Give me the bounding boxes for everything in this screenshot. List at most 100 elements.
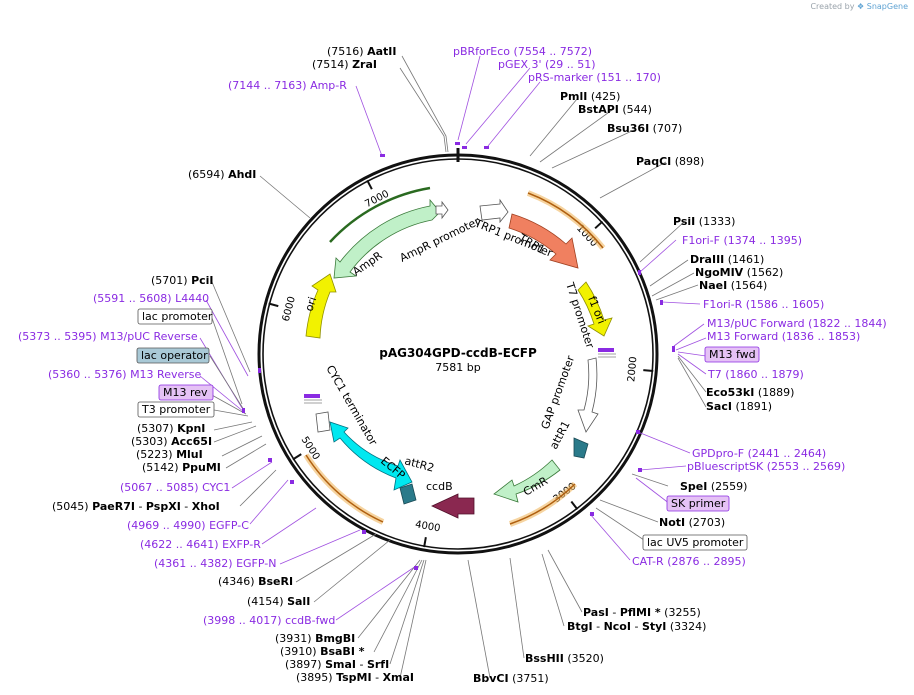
primer-m13puc-forward[interactable]: M13/pUC Forward (1822 .. 1844) (707, 317, 887, 330)
scale-label-4000: 4000 (414, 519, 441, 534)
feature-cmr-arrow[interactable] (493, 459, 561, 503)
m13-rev-box[interactable] (158, 384, 214, 401)
site-bseri[interactable]: (4346) BseRI (218, 575, 293, 588)
feature-attr1-arrow[interactable] (573, 437, 589, 459)
mcs-marks (304, 353, 616, 404)
primer-cyc1[interactable]: (5067 .. 5085) CYC1 (120, 481, 230, 494)
primer-ccdb-fwd[interactable]: (3998 .. 4017) ccdB-fwd (203, 614, 335, 627)
site-psii[interactable]: PsiI (1333) (673, 215, 735, 228)
snapgene-logo-icon: ❖ (857, 2, 865, 11)
primer-m13-reverse[interactable]: (5360 .. 5376) M13 Reverse (48, 368, 201, 381)
t3-promoter-box[interactable] (137, 401, 215, 418)
scale-label-6000: 6000 (281, 295, 298, 322)
feature-ecfp-arrow[interactable] (329, 421, 413, 491)
credit-prefix: Created by (810, 2, 855, 11)
lac-uv5-box[interactable] (642, 534, 748, 551)
site-kpni[interactable]: (5307) KpnI (137, 422, 205, 435)
site-aatii[interactable]: (7516) AatII (327, 45, 396, 58)
primer-pgex3[interactable]: pGEX 3' (29 .. 51) (498, 58, 596, 71)
cmr-overlay-arrow (509, 483, 576, 525)
site-saci[interactable]: SacI (1891) (706, 400, 772, 413)
scale-tick-4000 (423, 537, 427, 548)
feature-ccdb-arrow[interactable] (431, 493, 475, 519)
site-eco53ki[interactable]: Eco53kI (1889) (706, 386, 794, 399)
site-bmgbi[interactable]: (3931) BmgBI (275, 632, 355, 645)
scale-tick-6000 (268, 302, 279, 308)
primer-egfp-c[interactable]: (4969 .. 4990) EGFP-C (127, 519, 249, 532)
primer-exfp-r[interactable]: (4622 .. 4641) EXFP-R (140, 538, 261, 551)
primer-gpdpro-f[interactable]: GPDpro-F (2441 .. 2464) (692, 447, 826, 460)
primer-m13-rev-label: M13 rev (163, 386, 208, 399)
site-paqci[interactable]: PaqCI (898) (636, 155, 704, 168)
label-cyc1-terminator: CYC1 terminator (323, 363, 380, 448)
scale-tick-3000 (570, 500, 579, 511)
primer-l4440[interactable]: (5591 .. 5608) L4440 (93, 292, 209, 305)
primer-m13-forward[interactable]: M13 Forward (1836 .. 1853) (707, 330, 860, 343)
feature-f1-ori-arrow[interactable] (577, 281, 613, 337)
primer-f1ori-r[interactable]: F1ori-R (1586 .. 1605) (703, 298, 824, 311)
feature-lac-promoter-label: lac promoter (142, 310, 213, 323)
site-sali[interactable]: (4154) SalI (247, 595, 310, 608)
primer-m13puc-reverse[interactable]: (5373 .. 5395) M13/pUC Reverse (18, 330, 198, 343)
site-paer7i[interactable]: (5045) PaeR7I - PspXI - XhoI (52, 500, 220, 513)
primer-cat-r[interactable]: CAT-R (2876 .. 2895) (632, 555, 746, 568)
site-smai[interactable]: (3897) SmaI - SrfI (285, 658, 389, 671)
feature-gap-promoter-arrow[interactable] (577, 357, 599, 433)
snapgene-credit: Created by ❖ SnapGene (810, 2, 908, 11)
site-bsabi[interactable]: (3910) BsaBI * (280, 645, 365, 658)
primer-sk-label: SK primer (671, 497, 726, 510)
trp1-overlay-arrow (527, 192, 604, 249)
site-spei[interactable]: SpeI (2559) (680, 480, 747, 493)
site-btgi[interactable]: BtgI - NcoI - StyI (3324) (567, 620, 706, 633)
site-draiii[interactable]: DraIII (1461) (690, 253, 764, 266)
site-tspmi[interactable]: (3895) TspMI - XmaI (296, 671, 414, 684)
feature-trp1-promoter-arrow[interactable] (479, 198, 509, 224)
primer-ampr[interactable]: (7144 .. 7163) Amp-R (228, 79, 347, 92)
feature-lac-uv5-label: lac UV5 promoter (647, 536, 744, 549)
site-naei[interactable]: NaeI (1564) (699, 279, 767, 292)
site-bsshii[interactable]: BssHII (3520) (525, 652, 604, 665)
credit-brand: SnapGene (866, 2, 908, 11)
ampr-overlay (329, 186, 431, 243)
site-pasi[interactable]: PasI - PflMI * (3255) (583, 606, 701, 619)
feature-ampr-arrow[interactable] (333, 198, 441, 279)
primer-pbluescriptsk[interactable]: pBluescriptSK (2553 .. 2569) (687, 460, 845, 473)
primer-f1ori-f[interactable]: F1ori-F (1374 .. 1395) (682, 234, 802, 247)
site-mlui[interactable]: (5223) MluI (136, 448, 203, 461)
site-ngomiv[interactable]: NgoMIV (1562) (695, 266, 783, 279)
site-acc65i[interactable]: (5303) Acc65I (131, 435, 212, 448)
m13-fwd-box[interactable] (704, 346, 760, 363)
scale-label-2000: 2000 (626, 356, 639, 382)
primer-egfp-n[interactable]: (4361 .. 4382) EGFP-N (154, 557, 276, 570)
primer-prs-marker[interactable]: pRS-marker (151 .. 170) (528, 71, 661, 84)
lac-operator-box[interactable] (136, 347, 210, 364)
scale-tick-2000 (643, 369, 654, 372)
feature-trp1-arrow[interactable] (508, 213, 579, 269)
scale-tick-1000 (594, 220, 604, 230)
site-noti[interactable]: NotI (2703) (659, 516, 725, 529)
feature-ori-arrow[interactable] (305, 273, 337, 339)
feature-ampr-promoter-arrow[interactable] (435, 200, 449, 220)
site-bbvci[interactable]: BbvCI (3751) (473, 672, 549, 685)
feature-cyc1-terminator-arrow[interactable] (315, 411, 331, 433)
feature-attr2-arrow[interactable] (399, 483, 417, 505)
site-pcii[interactable]: (5701) PciI (151, 274, 214, 287)
site-zrai[interactable]: (7514) ZraI (312, 58, 377, 71)
primer-t7[interactable]: T7 (1860 .. 1879) (707, 368, 804, 381)
primer-markers (242, 142, 675, 570)
site-ahdi[interactable]: (6594) AhdI (188, 168, 256, 181)
leader-lines (199, 55, 707, 679)
site-ppumi[interactable]: (5142) PpuMI (142, 461, 221, 474)
primer-pbrforeco[interactable]: pBRforEco (7554 .. 7572) (453, 45, 592, 58)
lac-promoter-box[interactable] (137, 308, 213, 325)
site-pmli[interactable]: PmlI (425) (560, 90, 620, 103)
plasmid-length: 7581 bp (435, 361, 480, 374)
label-ccdb: ccdB (426, 480, 453, 493)
label-ori: ori (302, 295, 319, 313)
site-bsu36i[interactable]: Bsu36I (707) (607, 122, 682, 135)
site-bstapi[interactable]: BstAPI (544) (578, 103, 652, 116)
sk-primer-box[interactable] (666, 495, 730, 512)
label-gap-promoter: GAP promoter (539, 354, 578, 431)
